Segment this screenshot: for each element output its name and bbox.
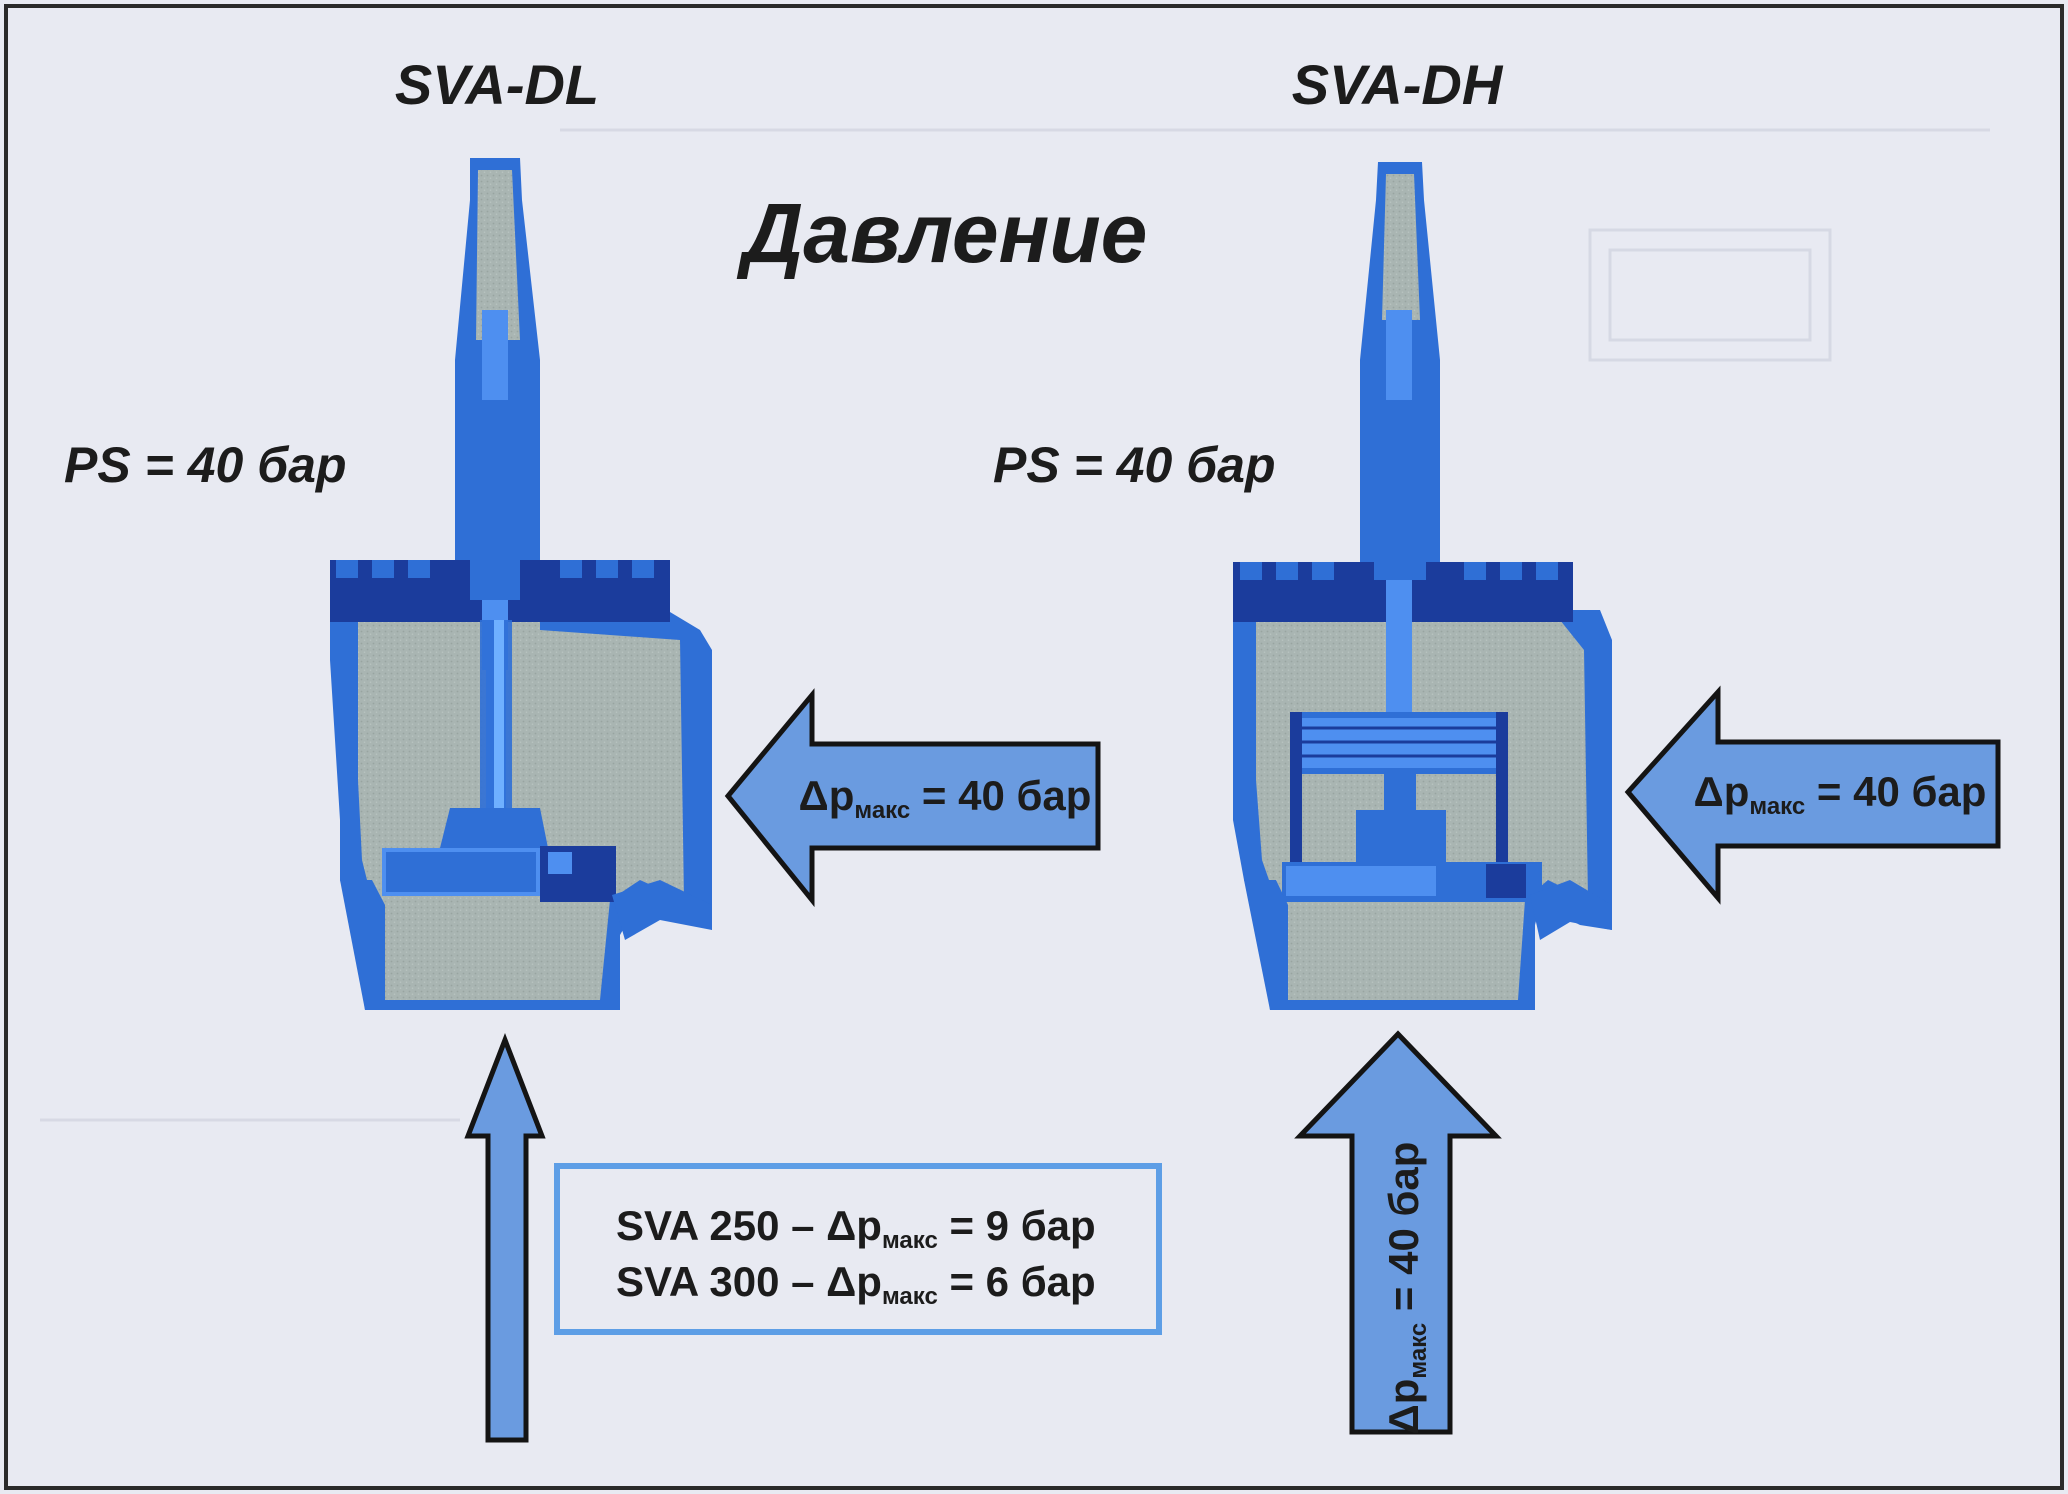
dp-label-dh-side: Δpмакс = 40 бар <box>1694 768 1987 820</box>
pressure-arrow-dl-side: Δpмакс = 40 бар <box>724 688 1101 908</box>
ps-label-dl: PS = 40 бар <box>64 437 347 493</box>
pressure-arrow-dh-bottom: Δpмакс = 40 бар <box>1294 1030 1502 1435</box>
valve-sva-dl <box>330 158 712 1010</box>
pressure-arrow-dl-bottom <box>464 1033 546 1443</box>
valve-name-dh: SVA-DH <box>1292 53 1504 116</box>
page-title: Давление <box>737 186 1148 280</box>
background-ghost <box>40 128 1990 1122</box>
info-box: SVA 250 – Δpмакс = 9 бар SVA 300 – Δpмак… <box>554 1163 1162 1335</box>
info-line-sva250: SVA 250 – Δpмакс = 9 бар <box>616 1202 1096 1254</box>
info-line-sva300: SVA 300 – Δpмакс = 6 бар <box>616 1258 1096 1310</box>
frame <box>4 4 2064 1490</box>
dp-label-dl-side: Δpмакс = 40 бар <box>799 772 1092 824</box>
valve-name-dl: SVA-DL <box>395 53 599 116</box>
valve-sva-dh <box>1233 162 1612 1010</box>
dp-label-dh-bottom: Δpмакс = 40 бар <box>1380 1142 1432 1435</box>
pressure-arrow-dh-side: Δpмакс = 40 бар <box>1624 685 2001 905</box>
ps-label-dh: PS = 40 бар <box>993 437 1276 493</box>
